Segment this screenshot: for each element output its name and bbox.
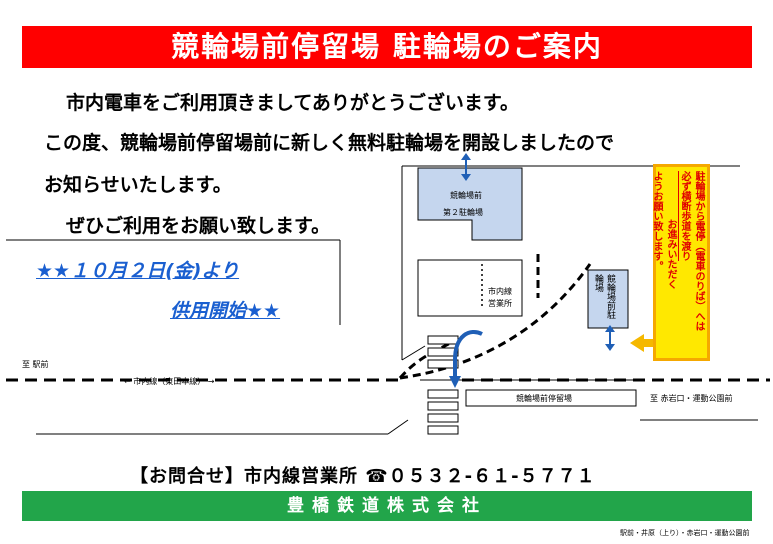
map-boundary-line <box>401 345 426 361</box>
notice-text-4: ようお願い致します。 <box>651 171 662 271</box>
fineprint: 駅前・井原（上り）・赤岩口・運動公園前 <box>620 529 750 537</box>
intro-line-4: ぜひご利用をお願い致します。 <box>66 215 331 237</box>
map-boundary-line <box>387 419 409 435</box>
start-date-line: ★★１０月２日(金)より <box>36 260 240 282</box>
pointer-arrow-icon <box>630 334 654 352</box>
tram-stop-platform <box>465 389 637 407</box>
walking-path <box>398 338 456 379</box>
start-service-line: 供用開始★★ <box>170 300 281 322</box>
notice-text-3: お進みいただく <box>665 219 676 289</box>
office-label-1: 市内線 <box>488 287 512 296</box>
double-arrow-icon <box>605 325 615 351</box>
second-parking-lot <box>417 167 523 241</box>
stop-label: 競輪場前停留場 <box>516 394 572 403</box>
walking-path <box>399 263 592 380</box>
crosswalk-notice: 駐輪場から電停（電車のりば）へは 必ず横断歩道を渡り お進みいただく ようお願い… <box>651 164 710 361</box>
office-building <box>417 259 523 317</box>
crosswalk <box>427 335 459 435</box>
contact-info: 【お問合せ】市内線営業所 ☎０５３２-６１-５７７１ <box>130 466 596 487</box>
notice-text-2: 必ず横断歩道を渡り <box>679 171 690 261</box>
second-parking-label-2: 第２駐輪場 <box>443 208 483 217</box>
tram-line-label: ← 市内線（東田本線） → <box>124 377 215 386</box>
second-parking-label-1: 競輪場前 <box>450 191 482 200</box>
intro-line-3: お知らせいたします。 <box>44 174 232 196</box>
intro-line-1: 市内電車をご利用頂きましてありがとうございます。 <box>66 92 519 114</box>
notice-text-1: 駐輪場から電停（電車のりば）へは <box>693 171 704 331</box>
route-arrow <box>453 330 483 378</box>
page-title: 競輪場前停留場 駐輪場のご案内 <box>22 26 752 68</box>
direction-right-label: 至 赤岩口・運動公園前 <box>650 394 733 403</box>
existing-parking-label: 競輪場前駐輪場 <box>593 274 615 319</box>
company-name: 豊橋鉄道株式会社 <box>22 491 752 521</box>
route-arrow-head <box>449 376 461 388</box>
direction-left-label: 至 駅前 <box>22 360 49 369</box>
intro-line-2: この度、競輪場前停留場前に新しく無料駐輪場を開設しましたので <box>44 132 615 154</box>
double-arrow-icon <box>461 153 471 181</box>
office-label-2: 営業所 <box>488 299 512 308</box>
